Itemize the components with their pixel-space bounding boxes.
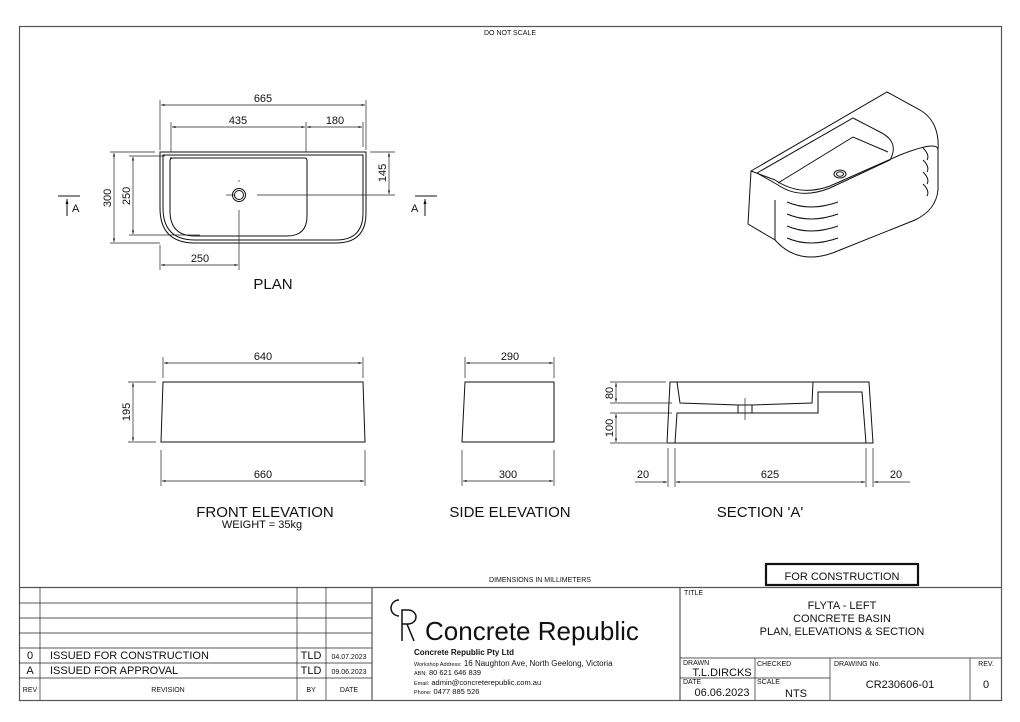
scale-label: SCALE [757,679,780,686]
dim-180: 180 [326,115,344,127]
svg-text:09.06.2023: 09.06.2023 [331,669,366,676]
dimensions-note: DIMENSIONS IN MILLIMETERS [489,577,591,584]
checked-label: CHECKED [757,661,791,668]
side-elevation-label: SIDE ELEVATION [449,504,570,521]
section-a: 80 100 20 625 20 SECTION 'A' [604,381,910,521]
dim-250-depth: 250 [121,187,133,205]
scale-value: NTS [785,688,807,700]
dim-195: 195 [121,403,133,421]
dim-625: 625 [761,469,779,481]
plan-view: 665 435 180 300 250 145 250 PLAN A A [58,93,437,293]
dim-300: 300 [499,469,517,481]
svg-text:ISSUED FOR APPROVAL: ISSUED FOR APPROVAL [50,665,178,677]
drawn-label: DRAWN [683,660,709,667]
svg-text:A: A [72,203,80,215]
dim-640: 640 [254,351,272,363]
dim-665: 665 [254,93,272,105]
title-line-3: PLAN, ELEVATIONS & SECTION [760,626,925,638]
sheet-border [18,25,1003,702]
section-marker-right: A [411,195,437,216]
svg-text:04.07.2023: 04.07.2023 [331,654,366,661]
svg-text:A: A [411,203,419,215]
front-elevation-label: FRONT ELEVATION [196,504,334,521]
dim-250-length: 250 [191,253,209,265]
title-line-2: CONCRETE BASIN [793,613,891,625]
header-rev: REV [23,687,38,694]
side-elevation: 290 300 SIDE ELEVATION [449,351,570,521]
rev-value: 0 [983,679,989,691]
drawn-value: T.L.DIRCKS [692,667,751,679]
section-marker-left: A [58,195,80,216]
svg-text:A: A [26,665,34,677]
drawing-no-value: CR230606-01 [866,679,935,691]
date-value: 06.06.2023 [694,687,749,699]
dim-660: 660 [254,469,272,481]
dim-300: 300 [102,189,114,207]
company-address: Workshop Address: 16 Naughton Ave, North… [414,659,613,668]
company-email: Email: admin@concreterepublic.com.au [414,678,541,687]
title-line-1: FLYTA - LEFT [808,600,877,612]
dim-145: 145 [377,164,389,182]
title-label: TITLE [684,590,703,597]
svg-text:TLD: TLD [301,665,322,677]
concrete-republic-logo: Concrete Republic [390,599,639,646]
front-elevation: 640 660 195 FRONT ELEVATION WEIGHT = 35k… [121,351,366,531]
drawing-no-label: DRAWING No. [834,661,880,668]
dim-290: 290 [501,351,519,363]
svg-text:0: 0 [27,650,33,662]
header-revision: REVISION [151,687,184,694]
logo-text: Concrete Republic [425,616,639,646]
revision-table: 0 ISSUED FOR CONSTRUCTION TLD 04.07.2023… [19,586,1001,700]
company-name: Concrete Republic Pty Ltd [414,648,514,657]
title-block: TITLE FLYTA - LEFT CONCRETE BASIN PLAN, … [679,587,1001,700]
svg-text:TLD: TLD [301,650,322,662]
weight-note: WEIGHT = 35kg [222,519,302,531]
revision-row: A ISSUED FOR APPROVAL TLD 09.06.2023 [26,665,366,677]
dim-435: 435 [229,115,247,127]
do-not-scale-note: DO NOT SCALE [484,30,536,37]
rev-label: REV. [978,661,994,668]
header-date: DATE [340,687,358,694]
dim-20-left: 20 [637,469,649,481]
revision-row: 0 ISSUED FOR CONSTRUCTION TLD 04.07.2023 [27,650,367,662]
header-by: BY [306,687,316,694]
dim-80: 80 [604,387,616,399]
isometric-view [747,91,939,258]
company-phone: Phone: 0477 885 526 [414,687,479,696]
status-stamp: FOR CONSTRUCTION [785,571,900,583]
section-label: SECTION 'A' [717,504,804,521]
company-block: Concrete Republic Concrete Republic Pty … [390,599,639,696]
dim-100: 100 [604,419,616,437]
svg-text:ISSUED FOR CONSTRUCTION: ISSUED FOR CONSTRUCTION [50,650,209,662]
dim-20-right: 20 [890,469,902,481]
status-stamp-box [764,562,920,587]
company-abn: ABN: 80 621 646 839 [414,668,481,677]
date-label: DATE [683,679,701,686]
plan-label: PLAN [253,276,292,293]
